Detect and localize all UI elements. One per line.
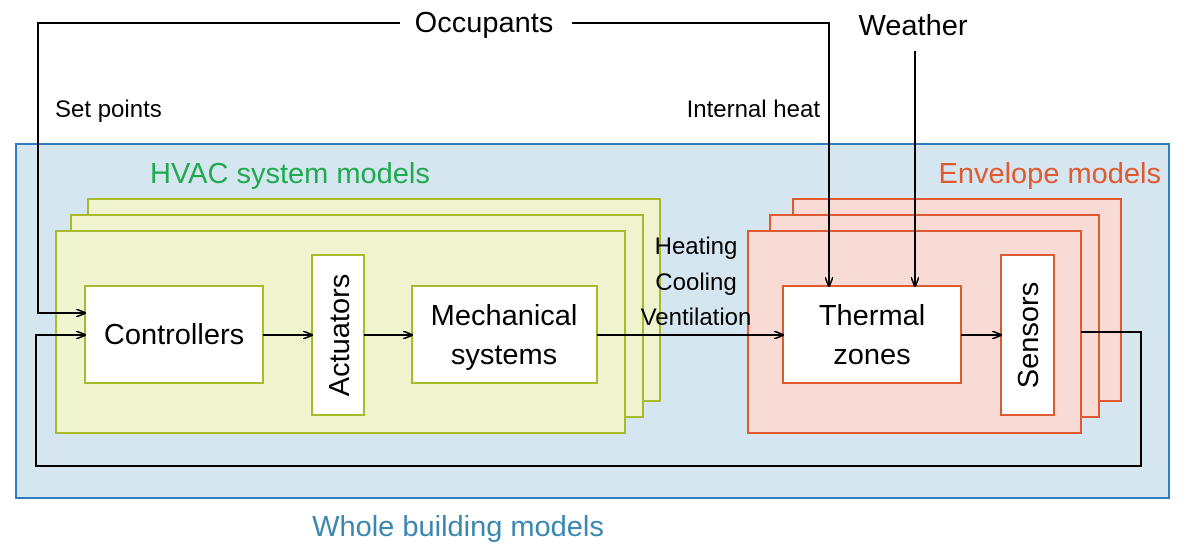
set-points-wire (37, 22, 400, 313)
feedback-wire (35, 331, 1142, 467)
mechanical-systems-block (411, 285, 598, 384)
sensors-label: Sensors (1013, 282, 1045, 388)
thermal-label-line2: zones (833, 339, 910, 371)
envelope-group-label: Envelope models (939, 158, 1161, 190)
mechanical-label-line1: Mechanical (431, 300, 578, 332)
sensors-block (1000, 254, 1055, 416)
controllers-label: Controllers (104, 319, 244, 351)
internal-heat-label: Internal heat (687, 96, 821, 123)
mechanical-label-line2: systems (451, 339, 557, 371)
weather-label: Weather (858, 10, 967, 42)
thermal-label-line1: Thermal (819, 300, 925, 332)
ventilation-label: Ventilation (641, 304, 752, 331)
hvac-group-label: HVAC system models (150, 158, 430, 190)
occupants-label: Occupants (415, 7, 554, 39)
heating-label: Heating (655, 233, 738, 260)
actuators-label: Actuators (324, 274, 356, 397)
internal-heat-wire (572, 22, 829, 286)
set-points-label: Set points (55, 96, 162, 123)
whole-building-group-label: Whole building models (312, 511, 604, 543)
cooling-label: Cooling (655, 269, 736, 296)
